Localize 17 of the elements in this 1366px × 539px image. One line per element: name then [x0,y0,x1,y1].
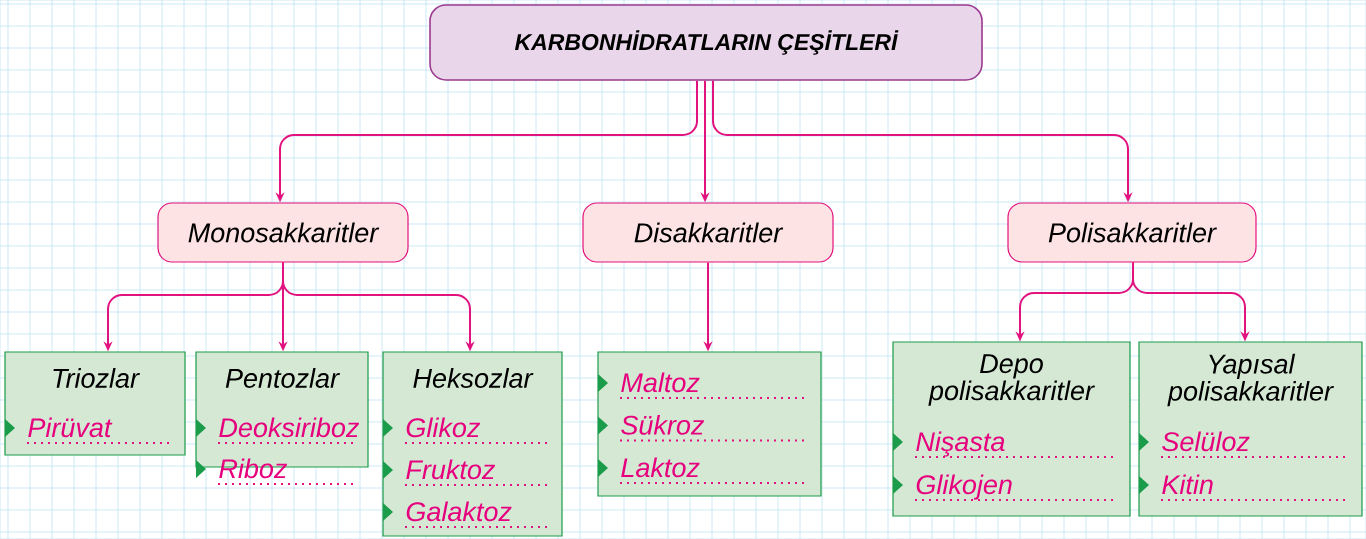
category-box: Disakkaritler [582,202,834,263]
list-item: Glikojen [893,474,1119,501]
list-item: Laktoz [598,457,810,484]
list-item: Glikoz [383,417,551,444]
list-item: Nişasta [893,431,1119,458]
list-item: Galaktoz [383,501,551,528]
title-box: KARBONHİDRATLARIN ÇEŞİTLERİ [429,4,983,81]
list-item: Sükroz [598,414,810,442]
list-item: Pirüvat [5,417,174,444]
list-item: Riboz [196,458,357,485]
list-item: Kitin [1139,474,1351,501]
list-item: Maltoz [598,372,810,399]
list-item: Selüloz [1139,431,1351,458]
category-box: Polisakkaritler [1007,202,1257,263]
list-item: Deoksiriboz [196,417,360,444]
category-box: Monosakkaritler [157,202,409,263]
list-item: Fruktoz [383,459,551,486]
